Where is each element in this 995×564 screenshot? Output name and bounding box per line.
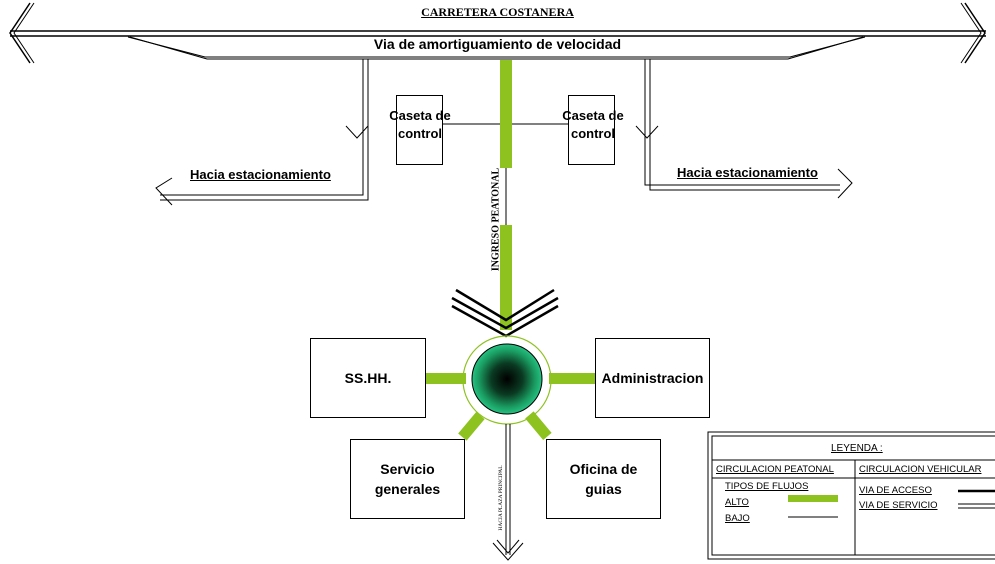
legend-title: LEYENDA : — [831, 443, 883, 454]
booth-left-label: Caseta de control — [389, 108, 451, 141]
room-admin-label: Administracion — [601, 370, 704, 386]
room-services-label: Servicio generales — [374, 461, 441, 497]
room-guides: Oficina de guias — [546, 439, 661, 519]
legend-access-label: VIA DE ACCESO — [859, 485, 932, 496]
room-services: Servicio generales — [350, 439, 465, 519]
pedestrian-entry-label: INGRESO PEATONAL — [490, 167, 502, 272]
speed-lane-label: Via de amortiguamiento de velocidad — [373, 36, 622, 52]
distribution-hub — [471, 343, 543, 415]
hub-spokes — [426, 373, 595, 441]
control-booth-left — [396, 95, 443, 165]
service-road-right — [635, 59, 853, 199]
control-booth-right — [568, 95, 615, 165]
booth-right-label: Caseta de control — [562, 108, 624, 141]
coastal-highway — [9, 2, 986, 64]
legend-flow-types: TIPOS DE FLUJOS — [725, 481, 809, 492]
parking-left-label: Hacia estacionamiento — [190, 167, 331, 182]
speed-buffer-lane — [127, 36, 866, 60]
legend-vehicular-header: CIRCULACION VEHICULAR — [859, 464, 982, 475]
room-sshh-label: SS.HH. — [344, 370, 392, 386]
service-road-left — [155, 59, 369, 206]
main-plaza-path — [492, 424, 524, 561]
legend-service-label: VIA DE SERVICIO — [859, 500, 938, 511]
room-sshh: SS.HH. — [310, 338, 426, 418]
legend-high-sample — [788, 495, 838, 502]
room-admin: Administracion — [595, 338, 710, 418]
legend-service-sample — [958, 503, 995, 509]
legend-low-label: BAJO — [725, 513, 750, 524]
legend-high-label: ALTO — [725, 497, 749, 508]
room-guides-label: Oficina de guias — [569, 461, 638, 497]
highway-title: CARRETERA COSTANERA — [421, 5, 574, 19]
pedestrian-entry-path — [500, 60, 512, 330]
legend-frame — [707, 431, 995, 560]
main-plaza-label: HACIA PLAZA PRINCIPAL — [498, 465, 504, 531]
legend-pedestrian-header: CIRCULACION PEATONAL — [716, 464, 834, 475]
parking-right-label: Hacia estacionamiento — [677, 165, 818, 180]
